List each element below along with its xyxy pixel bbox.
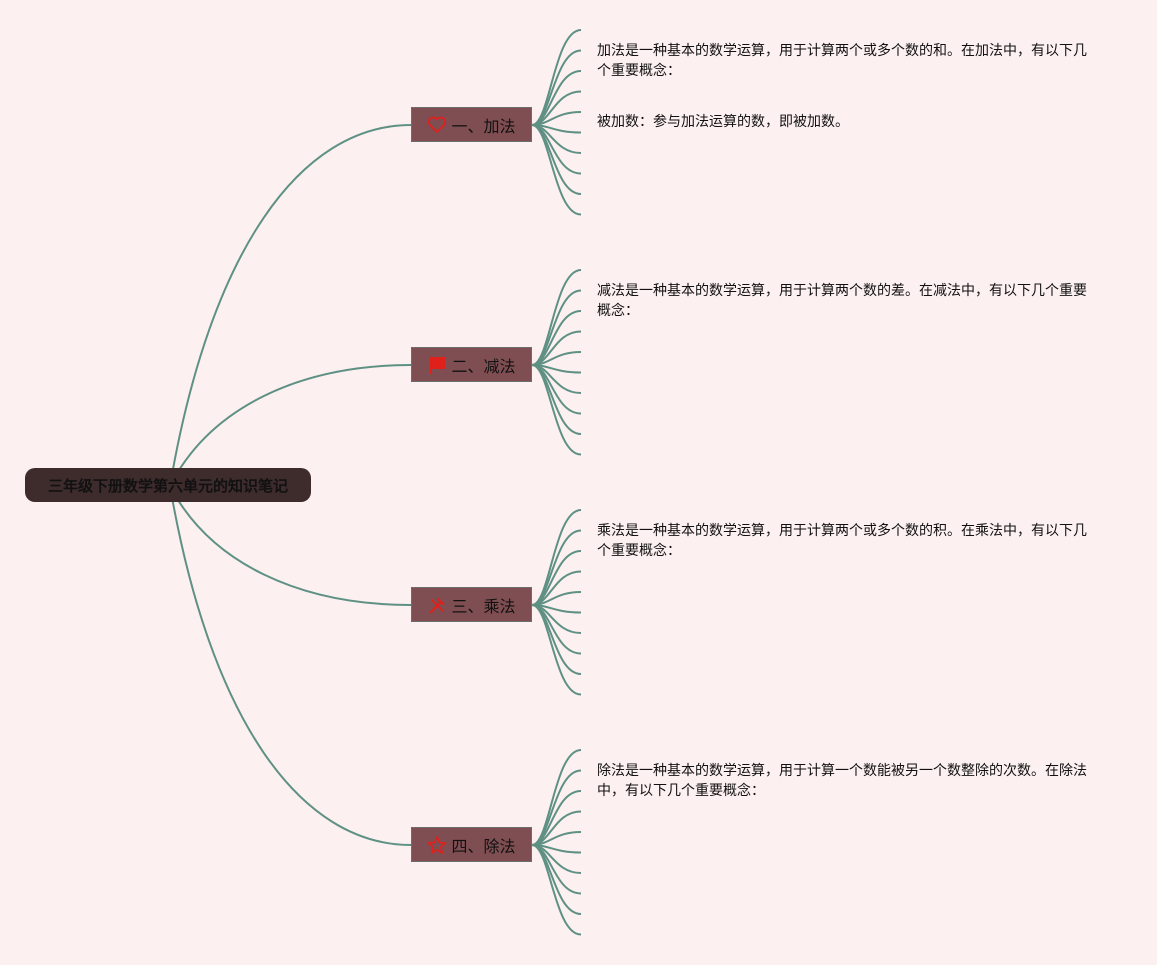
branch-subtraction[interactable]: 二、减法 xyxy=(411,347,532,382)
branch-multiplication[interactable]: 三、乘法 xyxy=(411,587,532,622)
tools-icon xyxy=(427,595,447,615)
note-addition-addend[interactable]: 被加数：参与加法运算的数，即被加数。 xyxy=(597,114,849,130)
connector-branch-1-leaf-2 xyxy=(531,49,582,126)
connector-branch-2-leaf-2 xyxy=(531,289,582,366)
connector-branch-4-leaf-10 xyxy=(531,844,582,936)
root-topic[interactable]: 三年级下册数学第六单元的知识笔记 xyxy=(25,468,311,502)
note-addition-intro[interactable]: 加法是一种基本的数学运算，用于计算两个或多个数的和。在加法中，有以下几个重要概念… xyxy=(597,43,1087,79)
connector-branch-3-leaf-10 xyxy=(531,604,582,696)
connector-root-branch-4 xyxy=(169,485,412,846)
connector-branch-1-leaf-9 xyxy=(531,124,582,195)
connector-branch-2-leaf-9 xyxy=(531,364,582,435)
branch-addition[interactable]: 一、加法 xyxy=(411,107,532,142)
note-subtraction-intro[interactable]: 减法是一种基本的数学运算，用于计算两个数的差。在减法中，有以下几个重要概念： xyxy=(597,283,1087,319)
note-division-intro[interactable]: 除法是一种基本的数学运算，用于计算一个数能被另一个数整除的次数。在除法中，有以下… xyxy=(597,763,1087,799)
heart-icon xyxy=(427,115,447,135)
connector-branch-4-leaf-9 xyxy=(531,844,582,915)
connector-branch-1-leaf-10 xyxy=(531,124,582,216)
connector-branch-3-leaf-2 xyxy=(531,529,582,606)
root-topic-label: 三年级下册数学第六单元的知识笔记 xyxy=(47,476,288,495)
flag-icon xyxy=(427,355,447,375)
branch-addition-label: 一、加法 xyxy=(451,116,516,136)
connector-branch-2-leaf-10 xyxy=(531,364,582,456)
connector-branch-3-leaf-9 xyxy=(531,604,582,675)
branch-subtraction-label: 二、减法 xyxy=(451,356,516,376)
branch-division[interactable]: 四、除法 xyxy=(411,827,532,862)
connector-root-branch-2 xyxy=(169,364,412,487)
connector-root-branch-1 xyxy=(169,124,412,487)
branch-division-label: 四、除法 xyxy=(451,836,516,856)
star-icon xyxy=(427,835,447,855)
connector-root-branch-3 xyxy=(169,485,412,606)
branch-multiplication-label: 三、乘法 xyxy=(451,596,516,616)
note-multiplication-intro[interactable]: 乘法是一种基本的数学运算，用于计算两个或多个数的积。在乘法中，有以下几个重要概念… xyxy=(597,523,1087,559)
connector-branch-4-leaf-2 xyxy=(531,769,582,846)
